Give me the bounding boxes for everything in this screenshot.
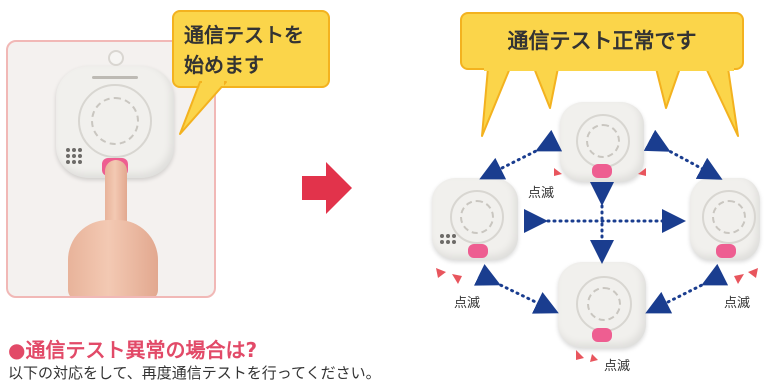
bubble-ok-text: 通信テスト正常です [507, 29, 697, 53]
speech-bubble-test-ok: 通信テスト正常です [460, 12, 744, 70]
bubble-line-2: 始めます [184, 53, 264, 77]
hand [68, 220, 158, 296]
right-arrow-icon [302, 162, 352, 214]
blink-label-top: 点滅 [528, 186, 555, 201]
blink-label-left: 点滅 [454, 296, 481, 311]
detector-left [432, 178, 518, 260]
abnormal-test-instructions: 以下の対応をして、再度通信テストを行ってください。 [8, 364, 381, 382]
bubble-tails-right [481, 64, 739, 137]
detector-top [560, 102, 644, 182]
abnormal-test-heading: ●通信テスト異常の場合は? [8, 338, 258, 362]
blink-label-bottom: 点滅 [604, 359, 631, 374]
speech-bubble-start-test: 通信テストを 始めます [172, 10, 330, 88]
bubble-tail-left [179, 80, 227, 135]
detector-bottom [558, 262, 646, 348]
detector-right [690, 178, 760, 260]
bubble-line-1: 通信テストを [184, 23, 304, 47]
blink-label-right: 点滅 [724, 296, 751, 311]
